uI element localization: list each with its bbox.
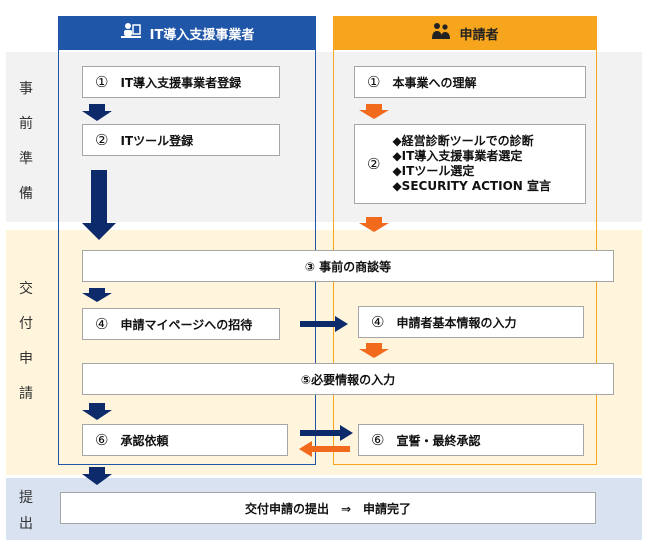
step-number: ⑥ — [371, 431, 385, 449]
down-arrow-icon — [82, 288, 112, 302]
final-submission-box: 交付申請の提出 ⇒ 申請完了 — [60, 492, 596, 524]
down-arrow-icon — [359, 343, 389, 358]
step-number: ① — [367, 73, 381, 91]
phase-char: 準 — [19, 150, 33, 167]
list-item: ◆経営診断ツールでの診断 — [392, 134, 534, 148]
step-number: ② — [95, 131, 109, 149]
step-number: ① — [95, 73, 109, 91]
applicant-column-title: 申請者 — [459, 27, 499, 43]
phase-char: 申 — [19, 350, 33, 367]
list-item: ◆SECURITY ACTION 宣言 — [392, 179, 551, 193]
phase-char: 出 — [19, 516, 33, 532]
applicant-column-header: 申請者 — [333, 16, 597, 50]
step-number: ② — [367, 155, 381, 173]
down-arrow-icon — [359, 217, 389, 232]
final-label: 交付申請の提出 ⇒ 申請完了 — [244, 501, 412, 516]
vendor-step-6: ⑥ 承認依頼 — [82, 424, 288, 456]
applicant-step-4: ④ 申請者基本情報の入力 — [358, 306, 584, 338]
step-number: ④ — [371, 313, 385, 331]
down-arrow-icon — [82, 104, 112, 121]
phase-char: 請 — [19, 385, 33, 402]
shared-step-5: ⑤必要情報の入力 — [82, 363, 614, 395]
vendor-step-4: ④ 申請マイページへの招待 — [82, 308, 280, 340]
applicant-step-1: ① 本事業への理解 — [354, 66, 586, 98]
left-arrow-icon — [299, 441, 350, 457]
shared-step-3: ③ 事前の商談等 — [82, 250, 614, 282]
phase-char: 付 — [19, 315, 33, 332]
step-label: IT導入支援事業者登録 — [120, 75, 242, 90]
right-arrow-icon — [300, 425, 353, 441]
down-arrow-icon — [82, 403, 112, 420]
vendor-column-header: IT導入支援事業者 — [58, 16, 316, 50]
applicant-step-2-list: ◆経営診断ツールでの診断 ◆IT導入支援事業者選定 ◆ITツール選定 ◆SECU… — [392, 134, 551, 194]
step-label: 承認依頼 — [120, 433, 169, 448]
list-item: ◆IT導入支援事業者選定 — [392, 149, 523, 163]
phase-char: 提 — [19, 490, 33, 506]
right-arrow-icon — [300, 316, 348, 332]
step-number: ④ — [95, 315, 109, 333]
step-label: 宣誓・最終承認 — [396, 433, 481, 448]
vendor-step-1: ① IT導入支援事業者登録 — [82, 66, 280, 98]
applicant-step-2: ② ◆経営診断ツールでの診断 ◆IT導入支援事業者選定 ◆ITツール選定 ◆SE… — [354, 124, 586, 204]
phase-char: 前 — [19, 115, 33, 132]
step-label: 本事業への理解 — [392, 75, 477, 90]
people-icon — [431, 22, 451, 44]
applicant-step-6: ⑥ 宣誓・最終承認 — [358, 424, 584, 456]
phase-char: 事 — [19, 80, 33, 97]
step-number: ⑥ — [95, 431, 109, 449]
list-item: ◆ITツール選定 — [392, 164, 475, 178]
phase-label-grant: 交 付 申 請 — [6, 270, 46, 410]
down-arrow-icon — [82, 467, 112, 485]
vendor-column-title: IT導入支援事業者 — [149, 27, 255, 43]
phase-char: 交 — [19, 280, 33, 297]
phase-label-prep: 事 前 準 備 — [6, 70, 46, 210]
step-label: ③ 事前の商談等 — [304, 259, 392, 274]
down-arrow-icon — [82, 170, 116, 240]
step-label: 申請マイページへの招待 — [120, 317, 253, 332]
phase-label-submit: 提 出 — [6, 484, 46, 536]
step-label: 申請者基本情報の入力 — [396, 315, 517, 330]
down-arrow-icon — [359, 104, 389, 119]
person-at-desk-icon — [120, 22, 142, 44]
vendor-step-2: ② ITツール登録 — [82, 124, 280, 156]
step-label: ITツール登録 — [120, 133, 194, 148]
phase-char: 備 — [19, 185, 33, 202]
step-label: ⑤必要情報の入力 — [300, 372, 396, 387]
